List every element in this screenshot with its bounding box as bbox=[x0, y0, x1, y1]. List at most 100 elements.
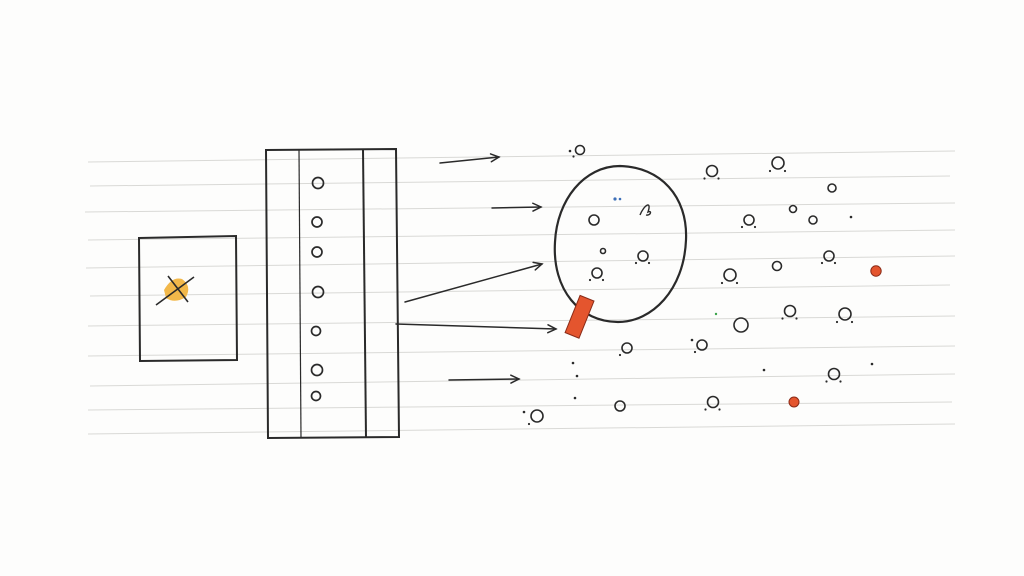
scatter-dot bbox=[740, 214, 757, 229]
ruled-line bbox=[89, 373, 956, 387]
ink-speck bbox=[522, 410, 526, 414]
scatter-dot bbox=[771, 260, 783, 272]
arrow-shaft bbox=[448, 378, 520, 381]
enclosing-circle bbox=[553, 164, 688, 324]
column-dot bbox=[310, 390, 322, 402]
ruled-line bbox=[87, 229, 956, 241]
ruled-line bbox=[87, 401, 953, 411]
dot-speck bbox=[781, 317, 784, 320]
grid-column bbox=[264, 147, 401, 440]
flow-arrow bbox=[404, 261, 544, 303]
flow-arrow bbox=[491, 202, 543, 212]
scatter-dot bbox=[835, 307, 854, 324]
dot-speck bbox=[704, 408, 707, 411]
dot-ring bbox=[696, 339, 708, 351]
dot-ring bbox=[827, 367, 841, 381]
scatter-dot bbox=[827, 183, 837, 193]
ink-speck bbox=[870, 362, 874, 366]
dot-ring bbox=[723, 268, 737, 282]
scatter-dot bbox=[703, 164, 720, 180]
flow-arrows bbox=[395, 153, 558, 384]
dot-ring bbox=[823, 250, 835, 262]
dot-speck bbox=[783, 169, 787, 173]
highlighted-rectangle bbox=[564, 294, 595, 339]
dot-speck bbox=[647, 261, 651, 265]
dot-ring bbox=[783, 304, 797, 318]
crossed-mark bbox=[155, 275, 195, 306]
dot-ring bbox=[743, 214, 755, 226]
dot-speck bbox=[833, 261, 837, 265]
scatter-dot bbox=[788, 204, 798, 214]
dot-speck bbox=[572, 155, 575, 158]
dot-speck bbox=[618, 353, 622, 357]
column-dot bbox=[311, 246, 323, 258]
ruled-line bbox=[87, 423, 956, 435]
ruled-line bbox=[87, 315, 956, 327]
ink-speck bbox=[849, 215, 853, 219]
arrow-shaft bbox=[395, 323, 557, 330]
highlighted-dot bbox=[788, 396, 800, 408]
dot-speck bbox=[601, 278, 605, 282]
arrow-head bbox=[510, 374, 521, 384]
dot-speck bbox=[839, 380, 842, 383]
dot-ring bbox=[733, 317, 749, 333]
ruled-line bbox=[87, 345, 956, 357]
scattered-dots bbox=[522, 144, 874, 426]
dot-speck bbox=[634, 261, 638, 265]
dot-speck bbox=[740, 225, 744, 229]
dot-ring bbox=[827, 183, 837, 193]
dot-ring bbox=[588, 214, 600, 226]
column-dot bbox=[311, 176, 325, 190]
flow-arrow bbox=[439, 153, 501, 164]
scatter-dot bbox=[733, 317, 749, 333]
arrow-head bbox=[532, 202, 543, 212]
dot-speck bbox=[768, 169, 772, 173]
arrow-shaft bbox=[404, 263, 543, 303]
column-dot bbox=[310, 363, 324, 377]
ruled-line bbox=[87, 150, 956, 163]
dot-ring bbox=[808, 215, 818, 225]
ink-speck bbox=[575, 374, 579, 378]
dot-ring bbox=[591, 267, 603, 279]
dot-ring bbox=[706, 395, 720, 409]
flow-arrow bbox=[395, 323, 558, 334]
dot-ring bbox=[530, 409, 544, 423]
dot-speck bbox=[835, 320, 839, 324]
scatter-dot bbox=[808, 215, 818, 225]
highlighted-dot bbox=[870, 265, 882, 277]
ruled-line bbox=[89, 284, 951, 297]
dot-speck bbox=[825, 380, 828, 383]
scatter-dot bbox=[634, 250, 651, 265]
dot-speck bbox=[753, 225, 757, 229]
scatter-dot bbox=[599, 247, 607, 255]
ruled-line bbox=[85, 255, 956, 269]
dot-ring bbox=[621, 342, 633, 354]
dot-speck bbox=[527, 422, 531, 426]
highlighted-dots bbox=[714, 265, 882, 408]
scatter-dot bbox=[781, 304, 798, 320]
dot-ring bbox=[574, 144, 586, 156]
scatter-dot bbox=[768, 156, 787, 173]
dot-speck bbox=[703, 177, 706, 180]
scatter-dot bbox=[618, 342, 633, 357]
ruled-line bbox=[89, 175, 951, 187]
ink-speck bbox=[573, 396, 577, 400]
dot-ring bbox=[788, 204, 798, 214]
scatter-dot bbox=[820, 250, 837, 265]
column-dot bbox=[310, 325, 322, 337]
source-box bbox=[137, 234, 239, 363]
scatter-dot bbox=[825, 367, 842, 383]
dot-ring bbox=[614, 400, 626, 412]
arrow-head bbox=[547, 324, 558, 334]
dot-speck bbox=[717, 177, 720, 180]
dot-ring bbox=[771, 156, 785, 170]
arrow-head bbox=[489, 153, 501, 163]
arrow-head bbox=[532, 261, 544, 271]
arrow-shaft bbox=[439, 156, 500, 164]
ink-speck bbox=[568, 149, 572, 153]
arrow-shaft bbox=[491, 206, 542, 209]
column-dot bbox=[311, 216, 323, 228]
dot-ring bbox=[599, 247, 607, 255]
scatter-dot bbox=[588, 267, 605, 282]
